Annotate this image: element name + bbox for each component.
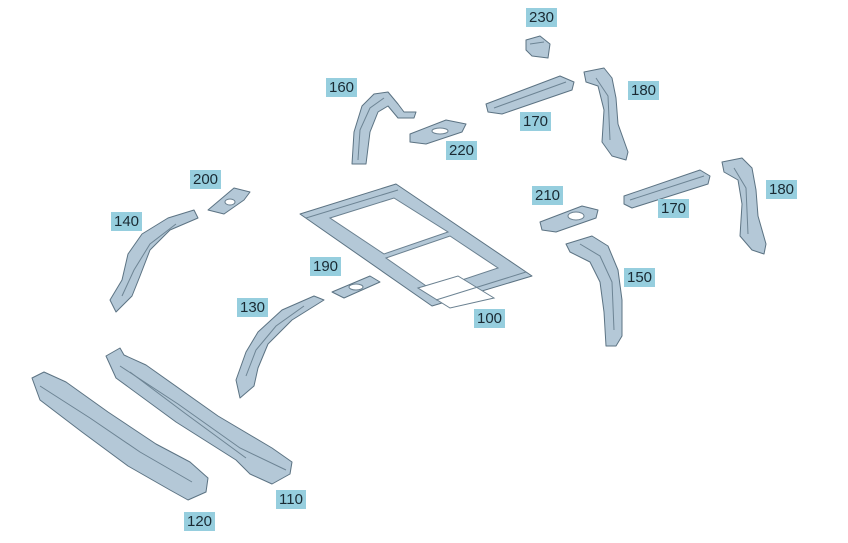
part-plate-190 xyxy=(331,275,381,299)
callout-220: 220 xyxy=(446,141,478,160)
part-bracket-230 xyxy=(525,35,551,59)
callout-150: 150 xyxy=(624,268,656,287)
callout-160: 160 xyxy=(326,78,358,97)
part-rail-front xyxy=(623,169,711,209)
callout-210: 210 xyxy=(532,186,564,205)
part-front-arch-right xyxy=(565,235,623,347)
callout-110: 110 xyxy=(276,490,306,509)
part-roof-frame xyxy=(299,183,533,309)
part-pillar-front xyxy=(721,157,767,255)
part-plate-200 xyxy=(207,187,251,215)
part-plate-210 xyxy=(539,205,599,233)
part-rear-arch-right xyxy=(351,91,417,165)
callout-170-rear: 170 xyxy=(520,112,552,131)
callout-140: 140 xyxy=(111,212,143,231)
callout-180-front: 180 xyxy=(766,180,798,199)
callout-200: 200 xyxy=(190,170,222,189)
part-front-bow-outer xyxy=(31,371,209,501)
callout-190: 190 xyxy=(310,257,342,276)
callout-180-rear: 180 xyxy=(628,81,660,100)
part-pillar-rear xyxy=(583,67,629,161)
callout-100: 100 xyxy=(474,309,506,328)
part-front-bow-inner xyxy=(105,347,293,485)
part-front-arch-left xyxy=(235,295,325,399)
part-rail-rear xyxy=(485,75,575,115)
callout-120: 120 xyxy=(184,512,216,531)
part-rear-arch-left xyxy=(109,209,199,313)
callout-170-front: 170 xyxy=(658,199,690,218)
part-plate-220 xyxy=(409,119,467,145)
callout-230: 230 xyxy=(526,8,558,27)
callout-130: 130 xyxy=(237,298,269,317)
